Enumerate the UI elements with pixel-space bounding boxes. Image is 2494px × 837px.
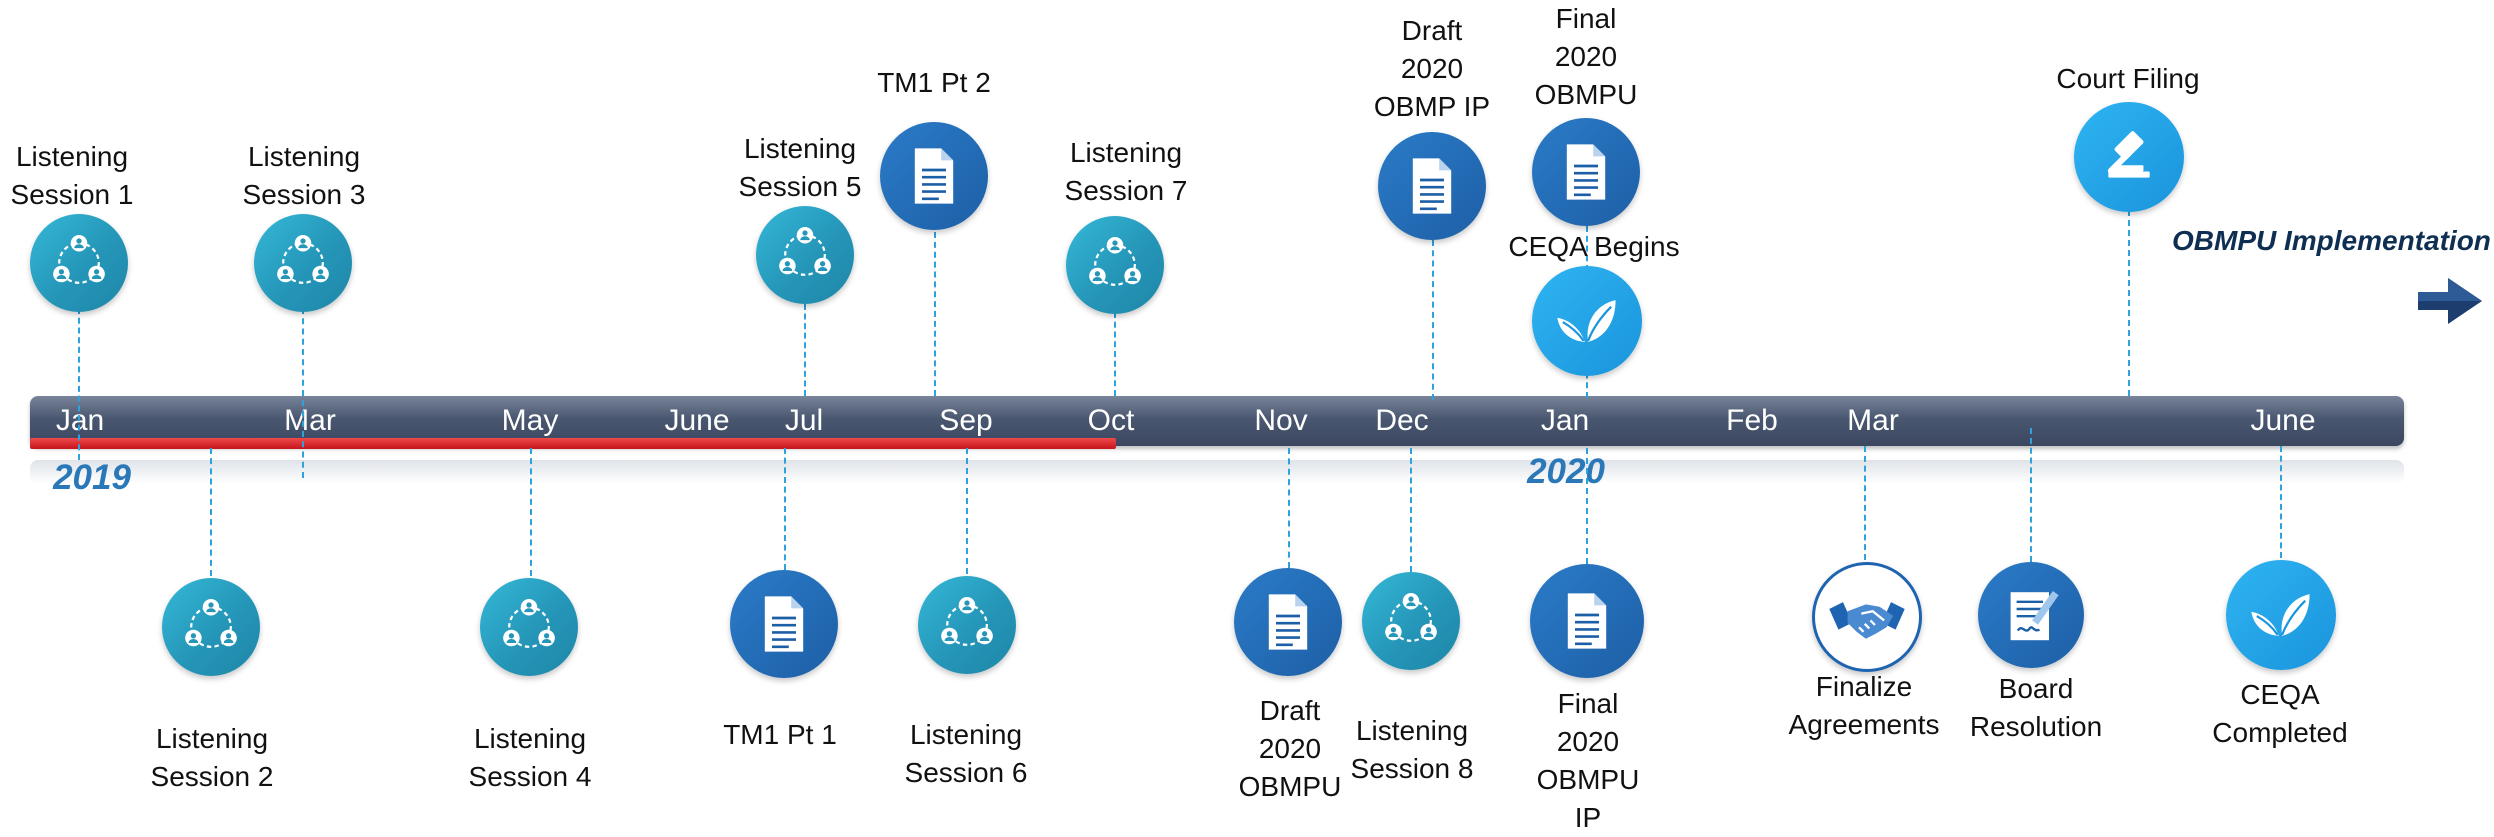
connector-ls4 [530, 448, 532, 576]
month-label-jul-2019: Jul [784, 404, 824, 437]
event-node-ls3[interactable] [254, 214, 352, 312]
progress-bar [30, 438, 1116, 449]
connector-final-obmpu-ip [1586, 448, 1588, 564]
leaf-icon [1554, 293, 1620, 349]
people-circle-icon [1082, 232, 1148, 298]
month-label-dec-2019: Dec [1375, 404, 1429, 437]
connector-draft-obmp-ip [1432, 240, 1434, 400]
connector-ls3 [302, 308, 304, 478]
event-label-final-obmpu: Final 2020 OBMPU [1534, 3, 1638, 110]
connector-ls5 [804, 304, 806, 396]
event-label-finalize-agreements: Finalize Agreements [1788, 671, 1940, 740]
document-icon [1408, 156, 1456, 216]
signed-document-icon [2001, 585, 2061, 645]
event-label-court-filing: Court Filing [2056, 63, 2200, 94]
event-node-ls8[interactable] [1362, 572, 1460, 670]
event-node-finalize-agreements[interactable] [1812, 562, 1922, 672]
connector-tm1p1 [784, 448, 786, 570]
month-label-june-2019: June [664, 404, 730, 437]
event-node-final-obmpu[interactable] [1532, 118, 1640, 226]
event-node-ls1[interactable] [30, 214, 128, 312]
event-label-board-resolution: Board Resolution [1969, 673, 2103, 742]
connector-ceqa-completed [2280, 446, 2282, 558]
event-node-tm1p2[interactable] [880, 122, 988, 230]
event-node-board-resolution[interactable] [1978, 562, 2084, 668]
event-label-ls3: Listening Session 3 [242, 141, 366, 210]
people-circle-icon [46, 230, 112, 296]
connector-ls7 [1114, 312, 1116, 396]
event-label-ls6: Listening Session 6 [904, 719, 1028, 788]
month-label-oct-2019: Oct [1087, 404, 1135, 437]
connector-ls8 [1410, 448, 1412, 572]
event-label-tm1p2: TM1 Pt 2 [877, 67, 991, 98]
connector-ls6 [966, 448, 968, 574]
event-node-draft-obmp-ip[interactable] [1378, 132, 1486, 240]
year-label-2020: 2020 [1527, 452, 1605, 491]
event-node-final-obmpu-ip[interactable] [1530, 564, 1644, 678]
gavel-icon [2098, 126, 2160, 188]
event-label-tm1p1: TM1 Pt 1 [723, 719, 837, 750]
event-node-ls4[interactable] [480, 578, 578, 676]
leaf-icon [2248, 587, 2314, 643]
month-label-mar-2020: Mar [1847, 404, 1899, 437]
month-label-may-2019: May [501, 404, 559, 437]
implementation-label: OBMPU Implementation [2172, 225, 2491, 256]
event-label-ls5: Listening Session 5 [738, 133, 862, 202]
implementation-arrow-icon [2418, 278, 2482, 324]
year-label-2019: 2019 [53, 458, 131, 497]
event-node-ls7[interactable] [1066, 216, 1164, 314]
month-label-mar-2019: Mar [284, 404, 336, 437]
people-circle-icon [496, 594, 562, 660]
event-label-draft-obmpu: Draft 2020 OBMPU [1238, 695, 1342, 802]
event-node-draft-obmpu[interactable] [1234, 568, 1342, 676]
event-label-ls4: Listening Session 4 [468, 723, 592, 792]
event-label-ls1: Listening Session 1 [10, 141, 134, 210]
event-label-ceqa-begins: CEQA Begins [1508, 231, 1680, 262]
event-label-final-obmpu-ip: Final 2020 OBMPU IP [1536, 688, 1640, 833]
month-label-jan-2019: Jan [55, 404, 105, 437]
people-circle-icon [270, 230, 336, 296]
connector-ls2 [210, 448, 212, 576]
month-label-nov-2019: Nov [1254, 404, 1308, 437]
connector-court-filing [2128, 210, 2130, 396]
people-circle-icon [934, 592, 1000, 658]
timeline-bar-reflection [30, 460, 2404, 484]
event-label-ls2: Listening Session 2 [150, 723, 274, 792]
document-icon [1264, 592, 1312, 652]
event-label-ls7: Listening Session 7 [1064, 137, 1188, 206]
timeline-bar [30, 396, 2404, 446]
people-circle-icon [178, 594, 244, 660]
document-icon [1563, 591, 1611, 651]
document-icon [1562, 142, 1610, 202]
document-icon [760, 594, 808, 654]
event-label-draft-obmp-ip: Draft 2020 OBMP IP [1373, 15, 1491, 122]
people-circle-icon [772, 222, 838, 288]
connector-board-resolution [2030, 428, 2032, 562]
month-label-june-2020: June [2250, 404, 2316, 437]
event-node-court-filing[interactable] [2074, 102, 2184, 212]
connector-ls1 [78, 308, 80, 460]
event-node-ls6[interactable] [918, 576, 1016, 674]
connector-finalize-agreements [1864, 446, 1866, 560]
connector-tm1p2 [934, 232, 936, 396]
event-node-ceqa-completed[interactable] [2226, 560, 2336, 670]
event-node-tm1p1[interactable] [730, 570, 838, 678]
event-node-ceqa-begins[interactable] [1532, 266, 1642, 376]
month-label-sep-2019: Sep [939, 404, 993, 437]
month-label-feb-2020: Feb [1726, 404, 1778, 437]
people-circle-icon [1378, 588, 1444, 654]
connector-draft-obmpu [1288, 448, 1290, 568]
event-node-ls5[interactable] [756, 206, 854, 304]
event-node-ls2[interactable] [162, 578, 260, 676]
month-label-jan-2020: Jan [1540, 404, 1590, 437]
handshake-icon [1827, 588, 1907, 646]
event-label-ls8: Listening Session 8 [1350, 715, 1474, 784]
event-label-ceqa-completed: CEQA Completed [2212, 679, 2348, 748]
document-icon [910, 146, 958, 206]
